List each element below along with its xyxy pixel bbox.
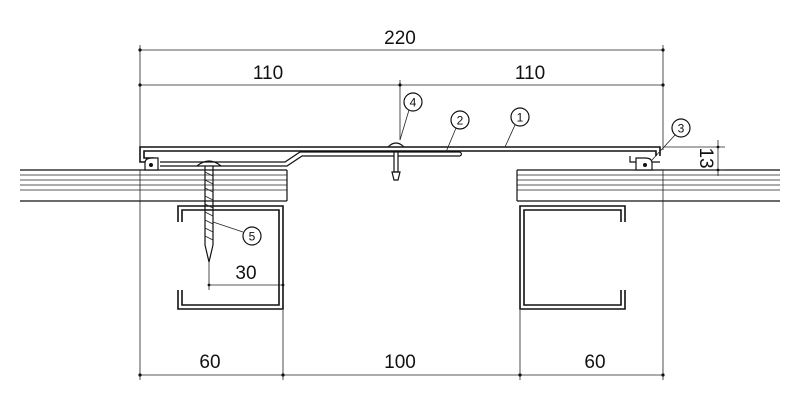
joint-strip [160, 151, 463, 167]
dimension-overall: 220 [138, 28, 665, 150]
right-panel [516, 169, 780, 202]
callout-cover: 1 [504, 107, 530, 148]
left-panel [20, 169, 288, 202]
dimension-bottom-left-label: 60 [199, 352, 220, 373]
dimension-bottom-middle-label: 100 [384, 352, 416, 373]
dimension-screw-offset: 30 [207, 262, 285, 290]
callout-cover-number: 1 [517, 111, 524, 125]
callout-joint-strip-number: 2 [457, 114, 464, 128]
left-c-section [177, 205, 284, 310]
end-clip-left [144, 157, 159, 171]
callout-screw-number: 5 [249, 230, 256, 244]
dimension-height: 13 [664, 140, 725, 176]
callout-joint-strip: 2 [445, 110, 470, 153]
callout-screw: 5 [212, 221, 262, 246]
rivet [387, 142, 405, 181]
dimension-bottom: 60 100 60 [138, 170, 665, 380]
callout-end-clip-number: 3 [678, 122, 685, 136]
dimension-halves: 110 110 [138, 63, 665, 140]
callout-rivet: 4 [399, 92, 423, 141]
dimension-screw-offset-label: 30 [235, 263, 256, 284]
right-c-section [519, 205, 626, 310]
end-clip-right [635, 157, 653, 171]
screw-thread [204, 171, 214, 241]
callout-rivet-number: 4 [410, 96, 417, 110]
self-drilling-screw [196, 160, 222, 263]
dimension-half-left-label: 110 [253, 63, 283, 84]
dimension-height-label: 13 [695, 147, 716, 168]
cover-flashing [139, 146, 661, 163]
dimension-bottom-right-label: 60 [584, 352, 605, 373]
callout-end-clip: 3 [651, 118, 691, 161]
dimension-half-right-label: 110 [515, 63, 545, 84]
dimension-overall-label: 220 [384, 28, 416, 49]
